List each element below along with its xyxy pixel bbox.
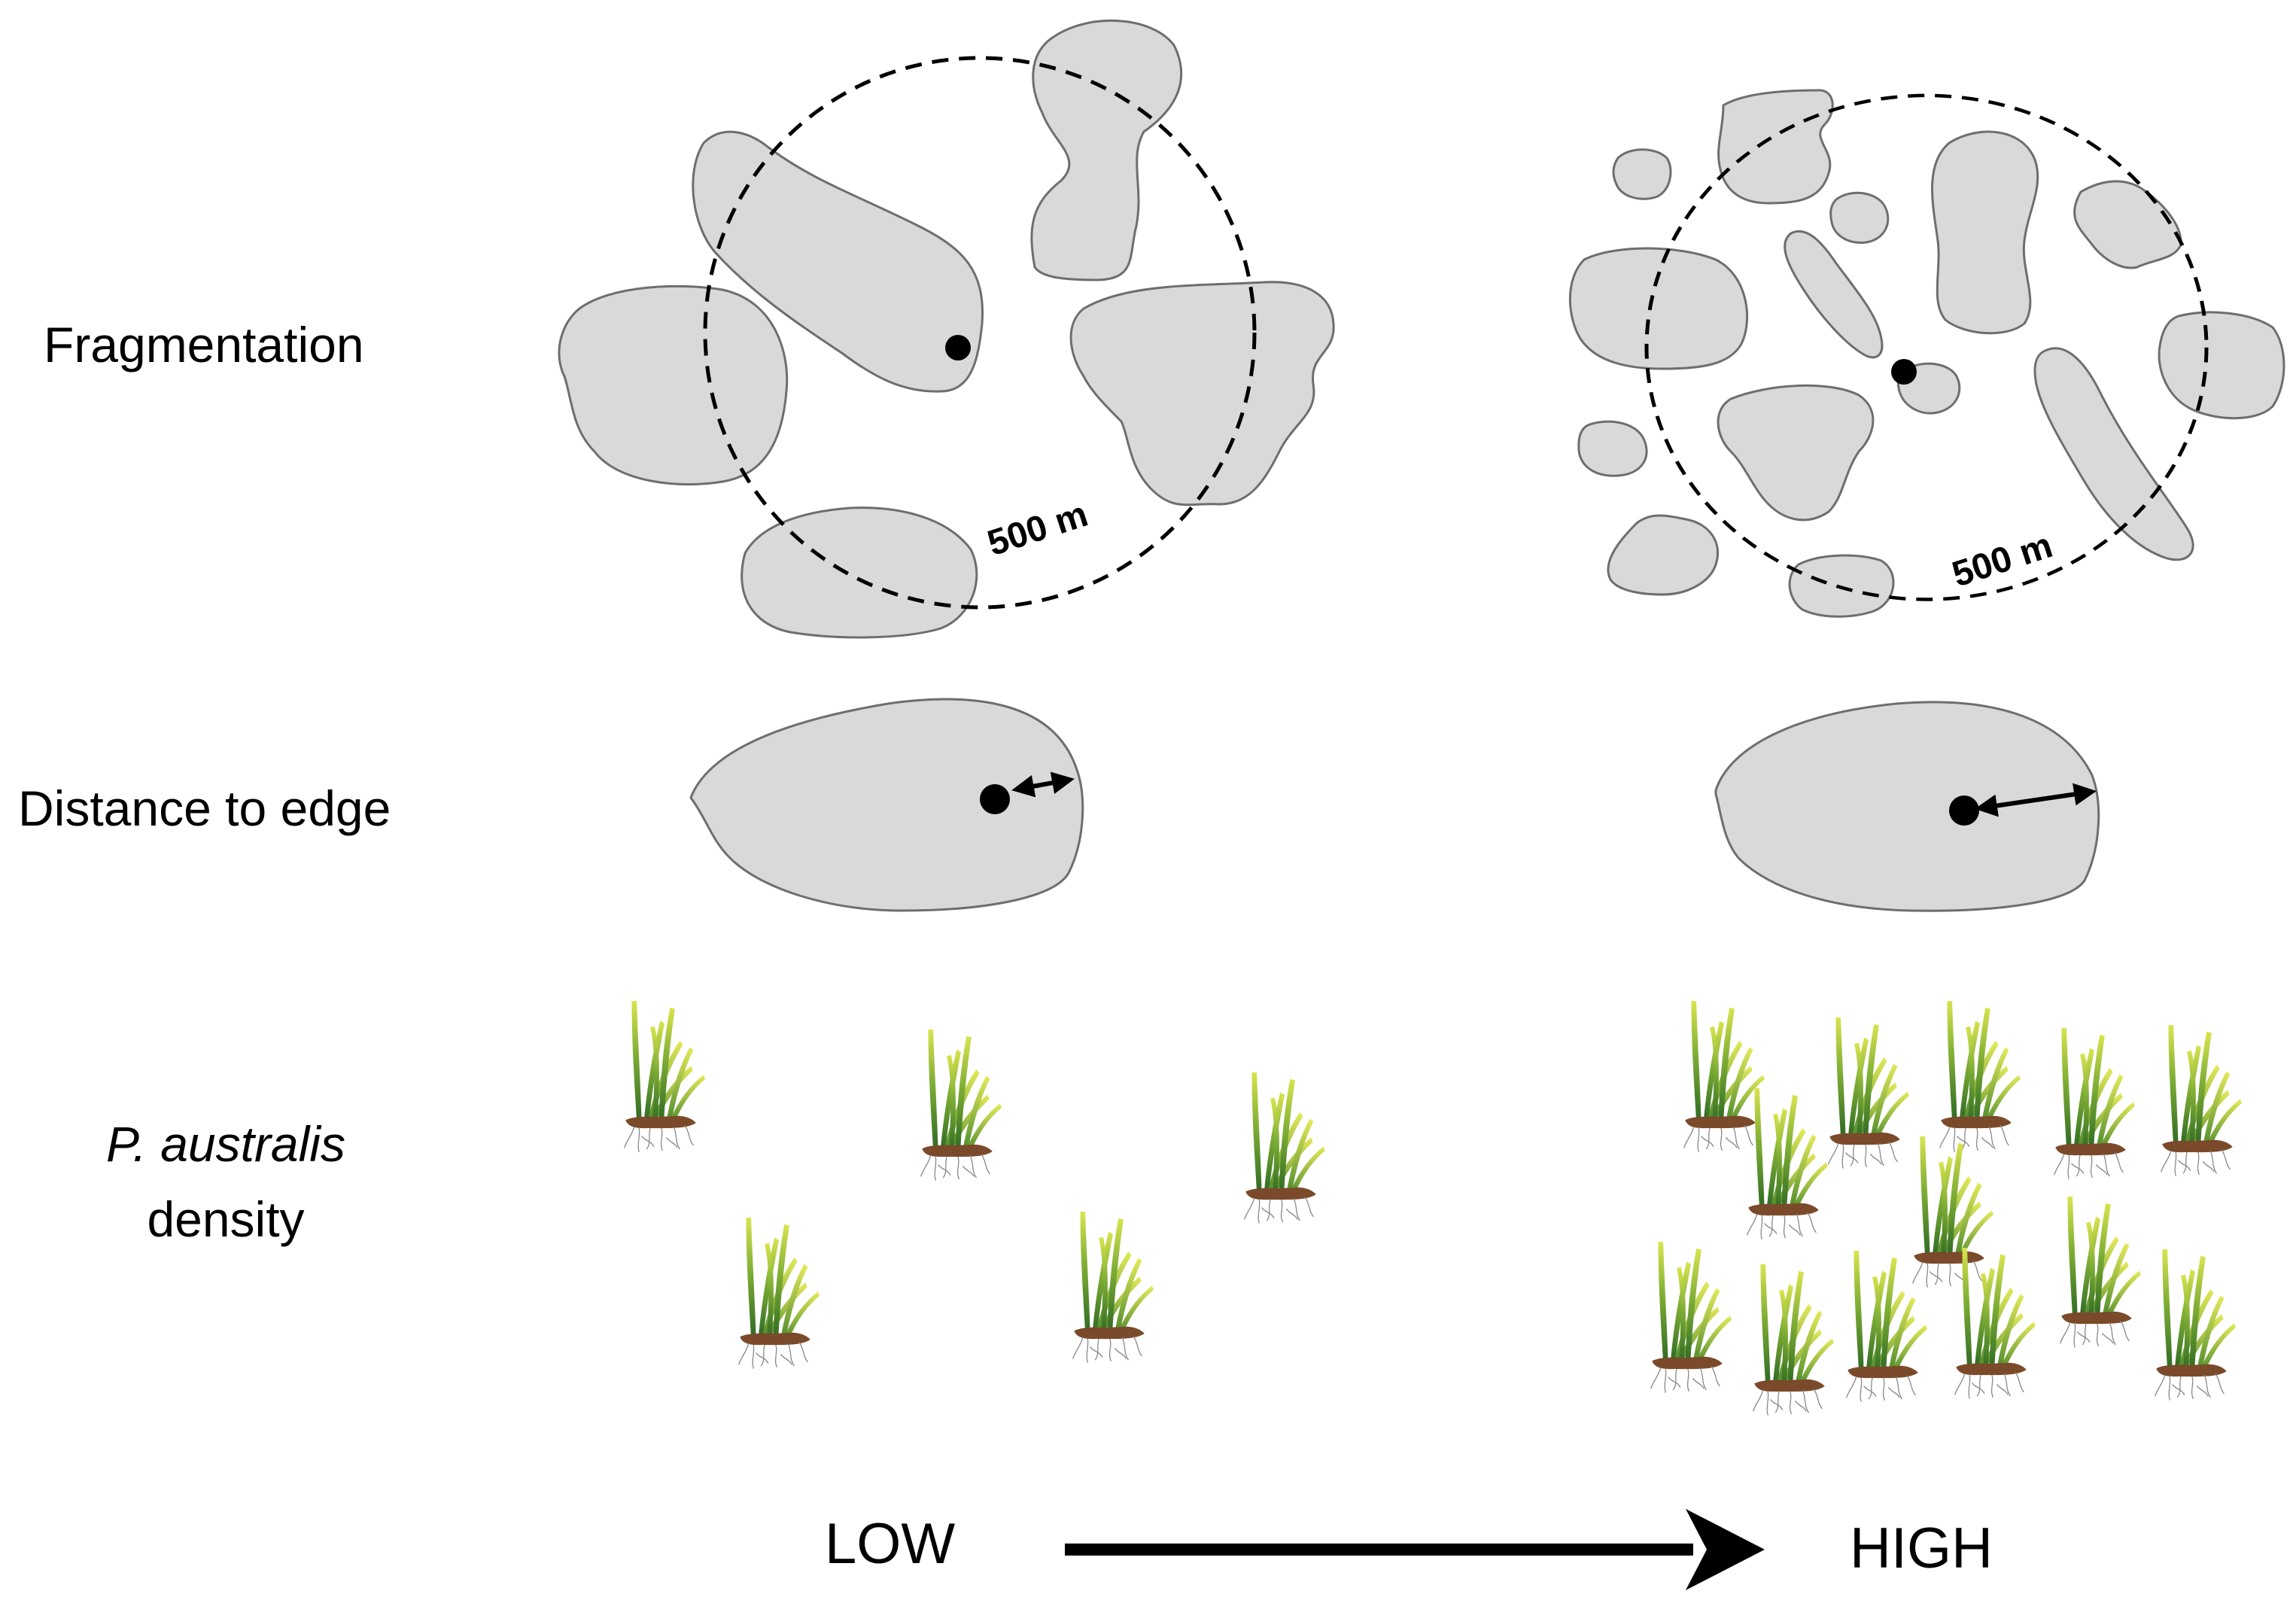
low-fragmentation-patches: 500 m <box>558 19 1335 639</box>
habitat-patch <box>1577 420 1648 477</box>
habitat-patch <box>2158 311 2285 420</box>
habitat-patch <box>1607 514 1720 596</box>
reed-plant-icon <box>623 1000 706 1153</box>
density-label-species: P. australis <box>106 1116 345 1172</box>
habitat-patch <box>1931 130 2039 335</box>
reed-plant-icon <box>737 1217 820 1370</box>
reed-plant-icon <box>1954 1247 2036 1400</box>
reed-plant-icon <box>1650 1241 1732 1394</box>
radius-label-high: 500 m <box>1948 525 2057 595</box>
gradient-arrow <box>1065 1509 1765 1590</box>
reed-plant-icon <box>1827 1017 1910 1170</box>
reed-plant-icon <box>2154 1249 2237 1401</box>
high-label: HIGH <box>1850 1516 1993 1580</box>
reed-plant-icon <box>1939 1000 2021 1153</box>
reed-plant-icon <box>1752 1264 1835 1416</box>
radius-label-low: 500 m <box>983 494 1093 564</box>
habitat-patch <box>689 698 1084 912</box>
habitat-patch <box>1784 230 1884 359</box>
habitat-patch <box>740 506 978 639</box>
low-label: LOW <box>825 1512 956 1576</box>
gradient-arrow-head <box>1686 1509 1765 1590</box>
habitat-patch <box>558 284 789 486</box>
fragmentation-label: Fragmentation <box>44 317 364 373</box>
sample-point-icon <box>1891 359 1917 385</box>
edge-distance-arrow-low <box>1011 771 1075 798</box>
density-label: P. australis density <box>75 1106 376 1257</box>
habitat-patch <box>1717 384 1875 522</box>
reed-plant-icon <box>2059 1196 2142 1349</box>
habitat-patch <box>1714 701 2100 912</box>
sample-point-icon <box>980 784 1010 814</box>
habitat-patch <box>1069 281 1335 506</box>
habitat-patch <box>1568 247 1748 370</box>
habitat-patch <box>1030 19 1183 281</box>
distance-to-edge-label: Distance to edge <box>18 780 391 836</box>
sample-point-icon <box>1949 795 1979 826</box>
habitat-patch <box>1829 191 1890 244</box>
habitat-patch <box>2033 347 2194 561</box>
habitat-patch <box>692 130 984 393</box>
reed-plant-icon <box>1072 1211 1154 1364</box>
500m-buffer-circle-low <box>703 56 1257 610</box>
reed-density-high <box>1650 1000 2243 1416</box>
reed-plant-icon <box>2160 1024 2243 1177</box>
reed-plant-icon <box>1845 1250 1928 1403</box>
high-fragmentation-patches: 500 m <box>1568 89 2285 618</box>
reed-plant-icon <box>1683 1000 1765 1153</box>
distance-to-edge-low <box>689 698 1084 912</box>
reed-plant-icon <box>920 1029 1002 1182</box>
habitat-patch <box>1717 89 1834 205</box>
distance-to-edge-high <box>1714 701 2100 912</box>
reed-plant-icon <box>1746 1087 1829 1240</box>
reed-plant-icon <box>2053 1027 2136 1180</box>
habitat-patch <box>1612 148 1672 200</box>
reed-plant-icon <box>1243 1072 1326 1224</box>
reed-plant-icon <box>1911 1136 1994 1288</box>
edge-distance-arrow-high <box>1975 783 2097 817</box>
reed-density-low <box>623 1000 1326 1370</box>
density-label-rest: density <box>147 1191 305 1247</box>
sample-point-icon <box>945 335 971 360</box>
500m-buffer-circle-high <box>1644 93 2209 601</box>
habitat-patch <box>2073 180 2182 269</box>
